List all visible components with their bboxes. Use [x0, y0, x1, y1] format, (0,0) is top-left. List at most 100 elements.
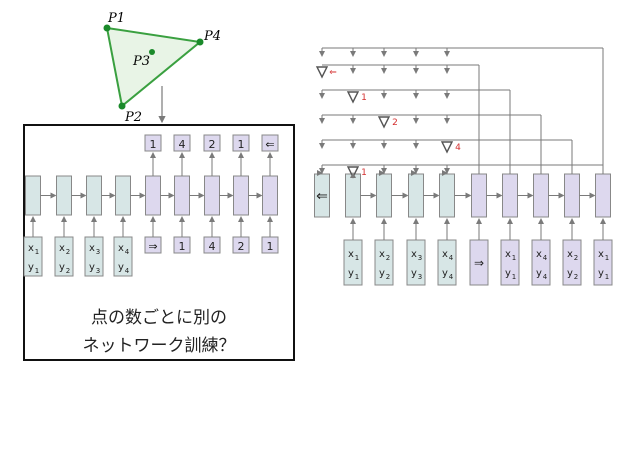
decoder-cell-6: [502, 173, 518, 218]
input-x-label-0-sub: 1: [35, 248, 39, 256]
input-x-label-0-sub: 1: [355, 254, 359, 262]
input-y-label-3-sub: 4: [125, 267, 130, 275]
input-y-label-0-sub: 1: [35, 267, 39, 275]
input-x-label-2-text: x: [89, 243, 95, 254]
decoder-input-x-label-0-sub: 1: [512, 254, 516, 262]
decoder-output-label-3: 1: [238, 138, 245, 151]
input-x-label-1-sub: 2: [386, 254, 390, 262]
decoder-cell-7: [533, 173, 549, 218]
input-x-label-1-sub: 2: [66, 248, 70, 256]
triangle-shape: [105, 26, 203, 108]
decoder-input-y-label-3-sub: 1: [605, 273, 609, 281]
input-x-label-2-sub: 3: [96, 248, 100, 256]
encoder-cell-0: [25, 175, 41, 216]
decoder-input-y-label-2-sub: 2: [574, 273, 578, 281]
encoder-cell-1: [345, 173, 361, 218]
decoder-output-box-4: [261, 134, 279, 152]
encoder-cell-1: [56, 175, 72, 216]
decoder-input-x-label-3-text: x: [598, 249, 604, 260]
decoder-output-label-4: ⇐: [265, 138, 274, 151]
input-y-label-3-sub: 4: [449, 273, 454, 281]
input-y-label-1-text: y: [59, 262, 65, 273]
point-p4: [196, 38, 204, 46]
decoder-input-label-4: 1: [267, 240, 274, 253]
input-y-label-1-sub: 2: [386, 273, 390, 281]
pointer-mark-4: 1: [361, 168, 367, 178]
input-x-label-3-sub: 4: [125, 248, 130, 256]
decoder-cell-4: [145, 175, 161, 216]
input-y-label-0-text: y: [28, 262, 34, 273]
end-token-symbol: ⇐: [316, 189, 328, 205]
input-x-label-2-sub: 3: [418, 254, 422, 262]
label-p4: P4: [203, 29, 221, 44]
decoder-input-x-label-1-text: x: [536, 249, 542, 260]
encoder-cell-4: [439, 173, 455, 218]
decoder-input-label-3: 2: [238, 240, 245, 253]
encoder-cell-2: [376, 173, 392, 218]
decoder-cell-8: [262, 175, 278, 216]
input-y-label-1-sub: 2: [66, 267, 70, 275]
start-symbol-label: ⇒: [474, 256, 484, 270]
decoder-output-box-1: [173, 134, 191, 152]
decoder-input-y-label-1-text: y: [536, 268, 542, 279]
input-y-label-2-text: y: [411, 268, 417, 279]
input-x-label-0-text: x: [28, 243, 34, 254]
input-x-label-1-text: x: [379, 249, 385, 260]
decoder-input-x-label-3-sub: 1: [605, 254, 609, 262]
input-x-label-1-text: x: [59, 243, 65, 254]
end-token-cell: [314, 173, 330, 218]
triangle-figure: P1 P4 P2 P3: [103, 11, 221, 125]
encoder-cell-3: [408, 173, 424, 218]
input-y-label-2-sub: 3: [418, 273, 422, 281]
input-y-label-2-sub: 3: [96, 267, 100, 275]
pointer-mark-2: 2: [392, 118, 398, 128]
decoder-input-y-label-3-text: y: [598, 268, 604, 279]
point-p2: [118, 102, 126, 110]
decoder-cell-6: [204, 175, 220, 216]
input-x-label-3-sub: 4: [449, 254, 454, 262]
decoder-input-x-label-2-sub: 2: [574, 254, 578, 262]
pointer-mark-0: ⇐: [329, 68, 337, 78]
decoder-cell-5: [471, 173, 487, 218]
decoder-cell-5: [174, 175, 190, 216]
label-p3: P3: [132, 54, 150, 69]
decoder-output-label-0: 1: [150, 138, 157, 151]
decoder-cell-8: [564, 173, 580, 218]
encoder-cell-3: [115, 175, 131, 216]
decoder-input-x-label-0-text: x: [505, 249, 511, 260]
pointer-mark-3: 4: [455, 143, 461, 153]
input-x-label-3-text: x: [118, 243, 124, 254]
decoder-input-y-label-2-text: y: [567, 268, 573, 279]
decoder-output-box-0: [144, 134, 162, 152]
input-y-label-1-text: y: [379, 268, 385, 279]
decoder-input-y-label-0-sub: 1: [512, 273, 516, 281]
decoder-input-y-label-1-sub: 4: [543, 273, 548, 281]
decoder-input-x-label-2-text: x: [567, 249, 573, 260]
decoder-cell-7: [233, 175, 249, 216]
encoder-cell-2: [86, 175, 102, 216]
